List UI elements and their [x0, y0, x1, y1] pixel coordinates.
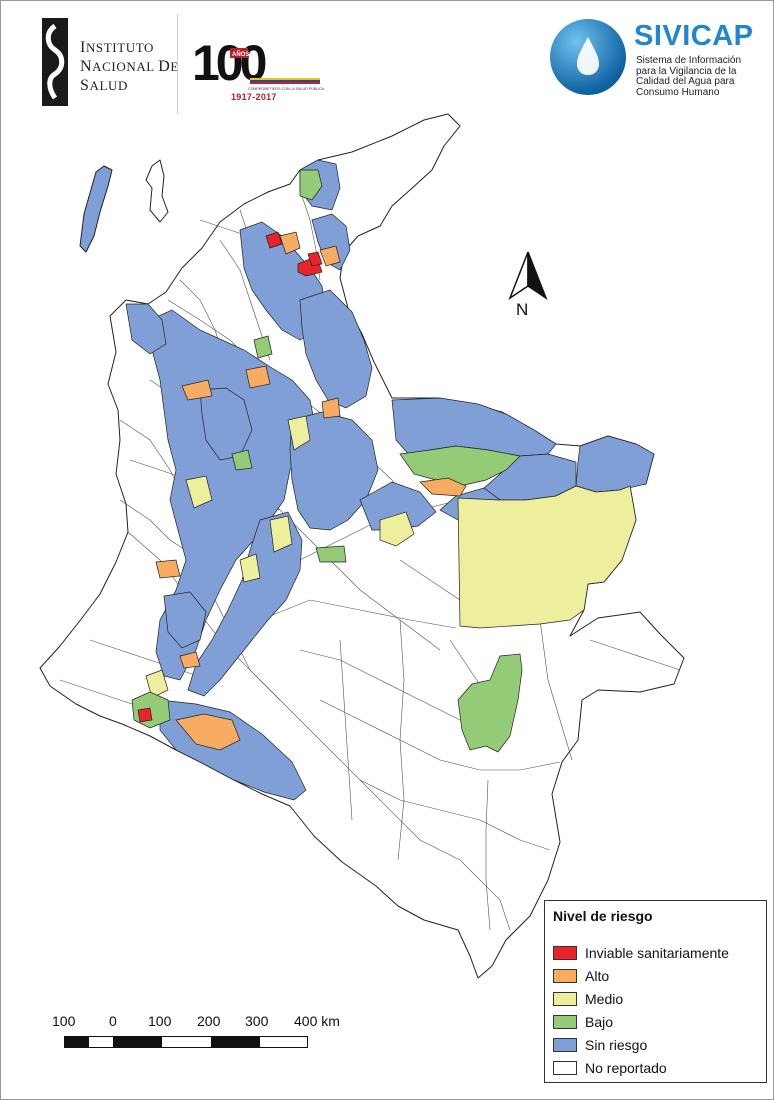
scale-label: 400 km	[294, 1013, 340, 1029]
institute-line: SALUD	[80, 77, 129, 94]
legend-label: Sin riesgo	[585, 1037, 648, 1053]
vaupes-medio	[457, 485, 637, 629]
ins-logo-icon	[42, 18, 68, 106]
centenary-tagline: COMPROMETIDOS CON LA SALUD PÚBLICA	[248, 86, 325, 91]
sivicap-subtitle: Sistema de Información para la Vigilanci…	[636, 55, 742, 98]
scale-label: 100	[52, 1013, 76, 1029]
legend-item: Sin riesgo	[553, 1036, 763, 1056]
legend: Nivel de riesgo Inviable sanitariamente …	[544, 900, 767, 1083]
north-label: N	[516, 300, 529, 319]
centenary-logo: 100 AÑOS COMPROMETIDOS CON LA SALUD PÚBL…	[192, 35, 325, 91]
legend-item: Medio	[553, 990, 763, 1010]
legend-label: No reportado	[585, 1060, 667, 1076]
scale-label: 300	[245, 1013, 269, 1029]
legend-label: Inviable sanitariamente	[585, 945, 729, 961]
legend-item: Bajo	[553, 1013, 763, 1033]
water-drop-icon	[550, 19, 626, 95]
legend-swatch	[553, 992, 577, 1006]
header-divider	[177, 14, 178, 114]
legend-swatch	[553, 1015, 577, 1029]
scale-label: 0	[109, 1013, 117, 1029]
institute-line: INSTITUTO	[80, 39, 155, 56]
scale-label: 200	[197, 1013, 221, 1029]
legend-title: Nivel de riesgo	[553, 908, 653, 924]
sivicap-subtitle-line: Sistema de Información	[636, 55, 742, 66]
san-andres-island	[79, 165, 113, 253]
centenary-anos: AÑOS	[232, 51, 249, 58]
legend-item: Alto	[553, 967, 763, 987]
providencia-island	[145, 159, 169, 223]
legend-label: Bajo	[585, 1014, 614, 1030]
legend-swatch	[553, 946, 577, 960]
centenary-years: 1917-2017	[231, 92, 277, 102]
scale-labels: 100 0 100 200 300 400 km	[40, 1013, 370, 1033]
scale-label: 100	[148, 1013, 172, 1029]
sivicap-subtitle-line: para la Vigilancia de la	[636, 65, 737, 77]
institute-line: NACIONAL DE	[80, 58, 179, 75]
legend-item: Inviable sanitariamente	[553, 944, 763, 964]
sivicap-subtitle-line: Calidad del Agua para	[636, 76, 735, 87]
north-arrow-icon	[508, 251, 548, 300]
legend-swatch	[553, 1038, 577, 1052]
sivicap-subtitle-line: Consumo Humano	[636, 86, 720, 98]
institute-name: INSTITUTO NACIONAL DE SALUD	[80, 38, 179, 95]
legend-item: No reportado	[553, 1059, 763, 1079]
sivicap-title: SIVICAP	[634, 20, 754, 52]
legend-swatch	[553, 1061, 577, 1075]
legend-swatch	[553, 969, 577, 983]
legend-label: Medio	[585, 991, 624, 1007]
guainia-bajo	[457, 653, 523, 753]
legend-label: Alto	[585, 968, 610, 984]
scale-bar	[64, 1036, 308, 1048]
